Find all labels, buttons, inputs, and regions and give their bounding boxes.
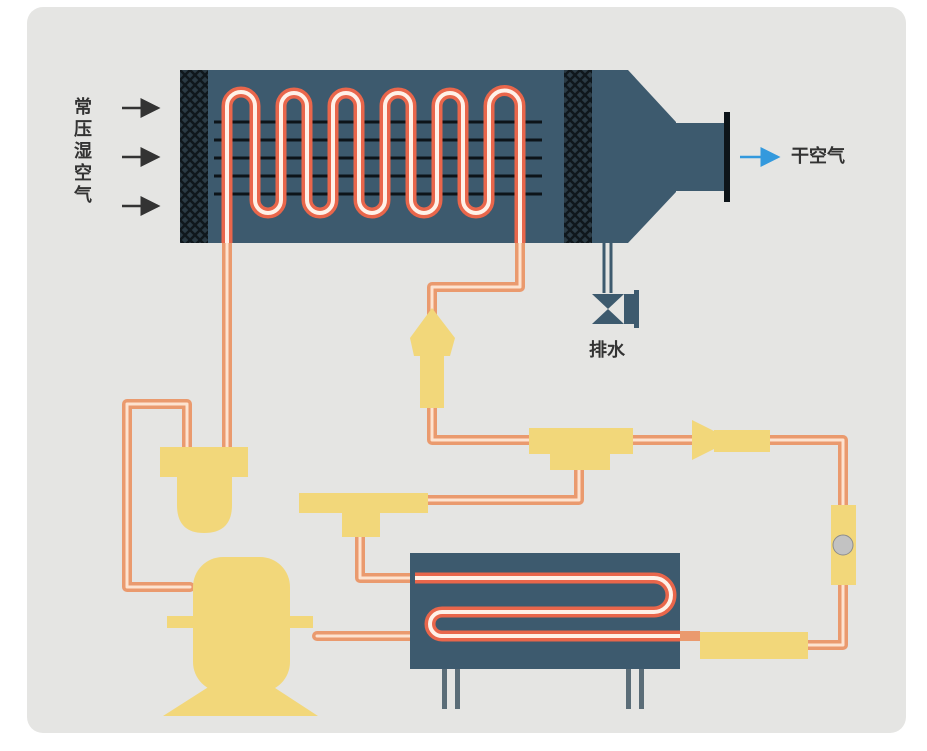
tee-junction-upper (529, 428, 633, 470)
outlet-mesh-filter (564, 70, 592, 243)
heat-exchanger (180, 70, 730, 243)
drain-valve (592, 243, 639, 328)
refrigerant-pipes (122, 238, 848, 650)
outlet-nozzle (674, 123, 726, 191)
compressor (163, 557, 318, 716)
condenser (410, 553, 680, 709)
sight-glass (831, 505, 856, 585)
filter-drier (692, 420, 770, 460)
inlet-air-label: 常 压 湿 空 气 (72, 97, 94, 207)
inlet-char-5: 气 (74, 185, 92, 206)
inlet-char-1: 常 (74, 97, 92, 118)
outlet-flange (724, 112, 730, 202)
inlet-char-2: 压 (74, 119, 92, 140)
inlet-char-3: 湿 (74, 141, 92, 162)
inlet-char-4: 空 (74, 163, 92, 184)
inlet-mesh-filter (180, 70, 208, 243)
inlet-arrows (122, 98, 161, 216)
evaporator-coil (221, 85, 526, 243)
liquid-receiver (700, 632, 808, 659)
expansion-valve (410, 308, 455, 408)
gas-liquid-separator (160, 447, 248, 533)
bypass-valve (299, 493, 428, 537)
outlet-air-label: 干空气 (791, 146, 845, 167)
drain-label: 排水 (589, 340, 625, 361)
